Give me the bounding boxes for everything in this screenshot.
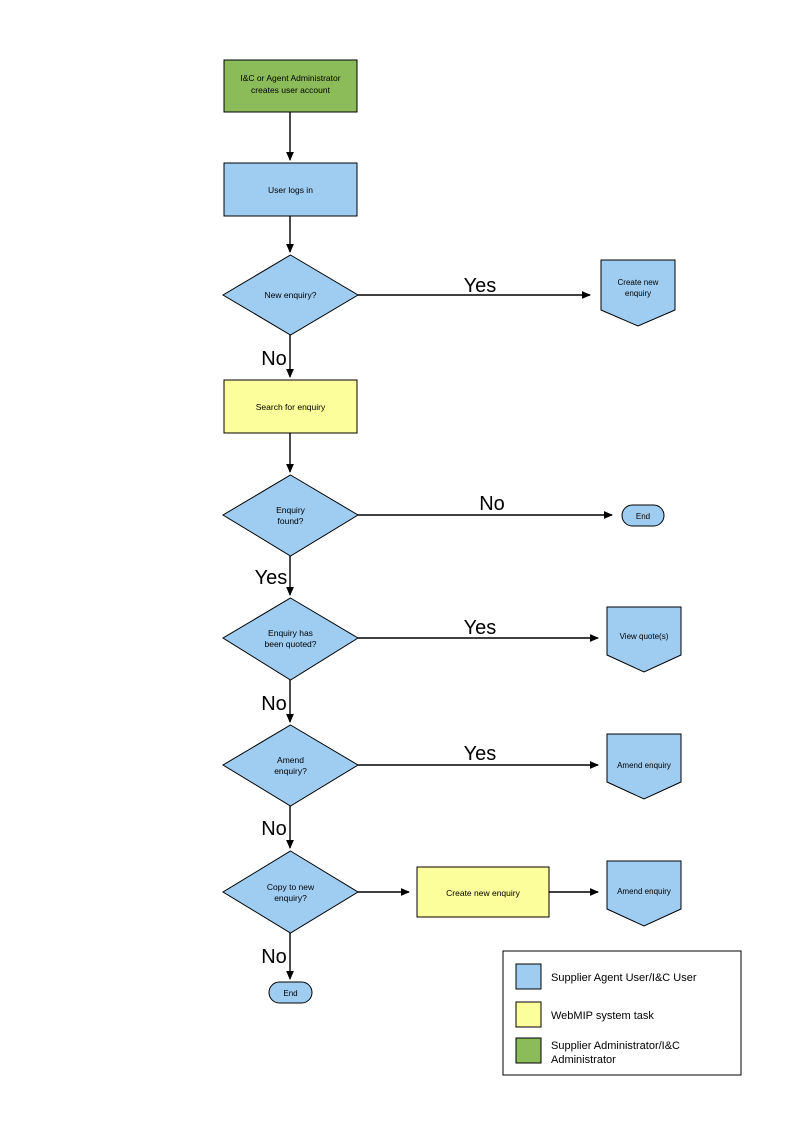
node-label: View quote(s) [620, 632, 669, 641]
node-decision-new-enquiry[interactable]: New enquiry? [222, 254, 359, 336]
node-user-logs-in[interactable]: User logs in [223, 162, 358, 217]
node-search-for-enquiry[interactable]: Search for enquiry [223, 379, 358, 434]
legend-swatch-admin [515, 1037, 542, 1064]
edge-label-found-yes: Yes [255, 567, 288, 589]
node-label: End [283, 989, 297, 998]
edge-label-copy-no: No [261, 946, 287, 968]
node-shape-terminator [621, 504, 665, 527]
edge-label-quoted-yes: Yes [464, 617, 497, 639]
node-label-line2: found? [278, 516, 304, 526]
node-amend-enquiry-manual[interactable]: Amend enquiry [606, 733, 682, 800]
node-label-line1: Amend [277, 755, 304, 765]
node-shape-rect [223, 59, 358, 113]
node-shape-diamond [222, 850, 359, 934]
legend-label-admin-line1: Supplier Administrator/I&C [551, 1040, 680, 1052]
node-end-terminator-right[interactable]: End [621, 504, 665, 527]
legend-label-system: WebMIP system task [551, 1010, 654, 1022]
node-decision-enquiry-found[interactable]: Enquiry found? [222, 474, 359, 557]
edge-label-quoted-no: No [261, 693, 287, 715]
node-shape-rect [223, 162, 358, 217]
legend-box [502, 950, 742, 1076]
edge-label-amend-no: No [261, 818, 287, 840]
node-label-line2: enquiry? [274, 766, 307, 776]
legend: Supplier Agent User/I&C User WebMIP syst… [502, 950, 742, 1076]
node-label: Create new enquiry [446, 888, 520, 898]
node-label: Amend enquiry [617, 887, 671, 896]
legend-item-supplier-administrator: Supplier Administrator/I&C Administrator [515, 1037, 680, 1066]
node-shape-manual [600, 259, 676, 327]
node-shape-diamond [222, 474, 359, 557]
node-label-line2: creates user account [251, 85, 331, 95]
node-label-line2: enquiry [625, 289, 651, 298]
node-label-line1: I&C or Agent Administrator [240, 73, 340, 83]
node-create-new-enquiry-manual[interactable]: Create new enquiry [600, 259, 676, 327]
legend-label-user: Supplier Agent User/I&C User [551, 972, 697, 984]
node-shape-rect [416, 866, 550, 918]
legend-swatch-user [515, 963, 542, 990]
connectors [286, 112, 613, 980]
node-label: User logs in [268, 185, 313, 195]
legend-swatch-system [515, 1001, 542, 1028]
edge-labels: Yes No No Yes Yes No Yes No No [255, 275, 505, 968]
node-shape-manual [606, 733, 682, 800]
node-view-quotes-manual[interactable]: View quote(s) [606, 606, 682, 673]
node-shape-manual [606, 606, 682, 673]
node-label-line2: been quoted? [265, 639, 317, 649]
legend-item-webmip-system-task: WebMIP system task [515, 1001, 654, 1028]
node-decision-enquiry-quoted[interactable]: Enquiry has been quoted? [222, 597, 359, 681]
node-end-terminator-bottom[interactable]: End [268, 981, 313, 1004]
node-create-new-enquiry-system[interactable]: Create new enquiry [416, 866, 550, 918]
edge-label-new-enquiry-no: No [261, 348, 287, 370]
node-admin-creates-user-account[interactable]: I&C or Agent Administrator creates user … [223, 59, 358, 113]
node-shape-diamond [222, 254, 359, 336]
node-shape-manual [606, 860, 682, 927]
edge-label-amend-yes: Yes [464, 743, 497, 765]
legend-label-admin-line2: Administrator [551, 1054, 616, 1066]
node-label-line1: Create new [618, 278, 659, 287]
node-amend-enquiry-manual-bottom[interactable]: Amend enquiry [606, 860, 682, 927]
node-label-line1: Copy to new [267, 882, 315, 892]
node-decision-copy-to-new-enquiry[interactable]: Copy to new enquiry? [222, 850, 359, 934]
node-shape-rect [223, 379, 358, 434]
node-shape-diamond [222, 597, 359, 681]
node-decision-amend-enquiry[interactable]: Amend enquiry? [222, 724, 359, 807]
edge-label-found-no: No [479, 493, 505, 515]
node-label: End [636, 512, 650, 521]
node-label-line1: Enquiry has [268, 628, 313, 638]
node-label: New enquiry? [265, 290, 317, 300]
node-label-line1: Enquiry [276, 505, 306, 515]
node-shape-terminator [268, 981, 313, 1004]
node-label: Search for enquiry [256, 402, 326, 412]
node-label-line2: enquiry? [274, 893, 307, 903]
node-shape-diamond [222, 724, 359, 807]
node-label: Amend enquiry [617, 761, 671, 770]
edge-label-new-enquiry-yes: Yes [464, 275, 497, 297]
legend-item-supplier-agent-user: Supplier Agent User/I&C User [515, 963, 697, 990]
